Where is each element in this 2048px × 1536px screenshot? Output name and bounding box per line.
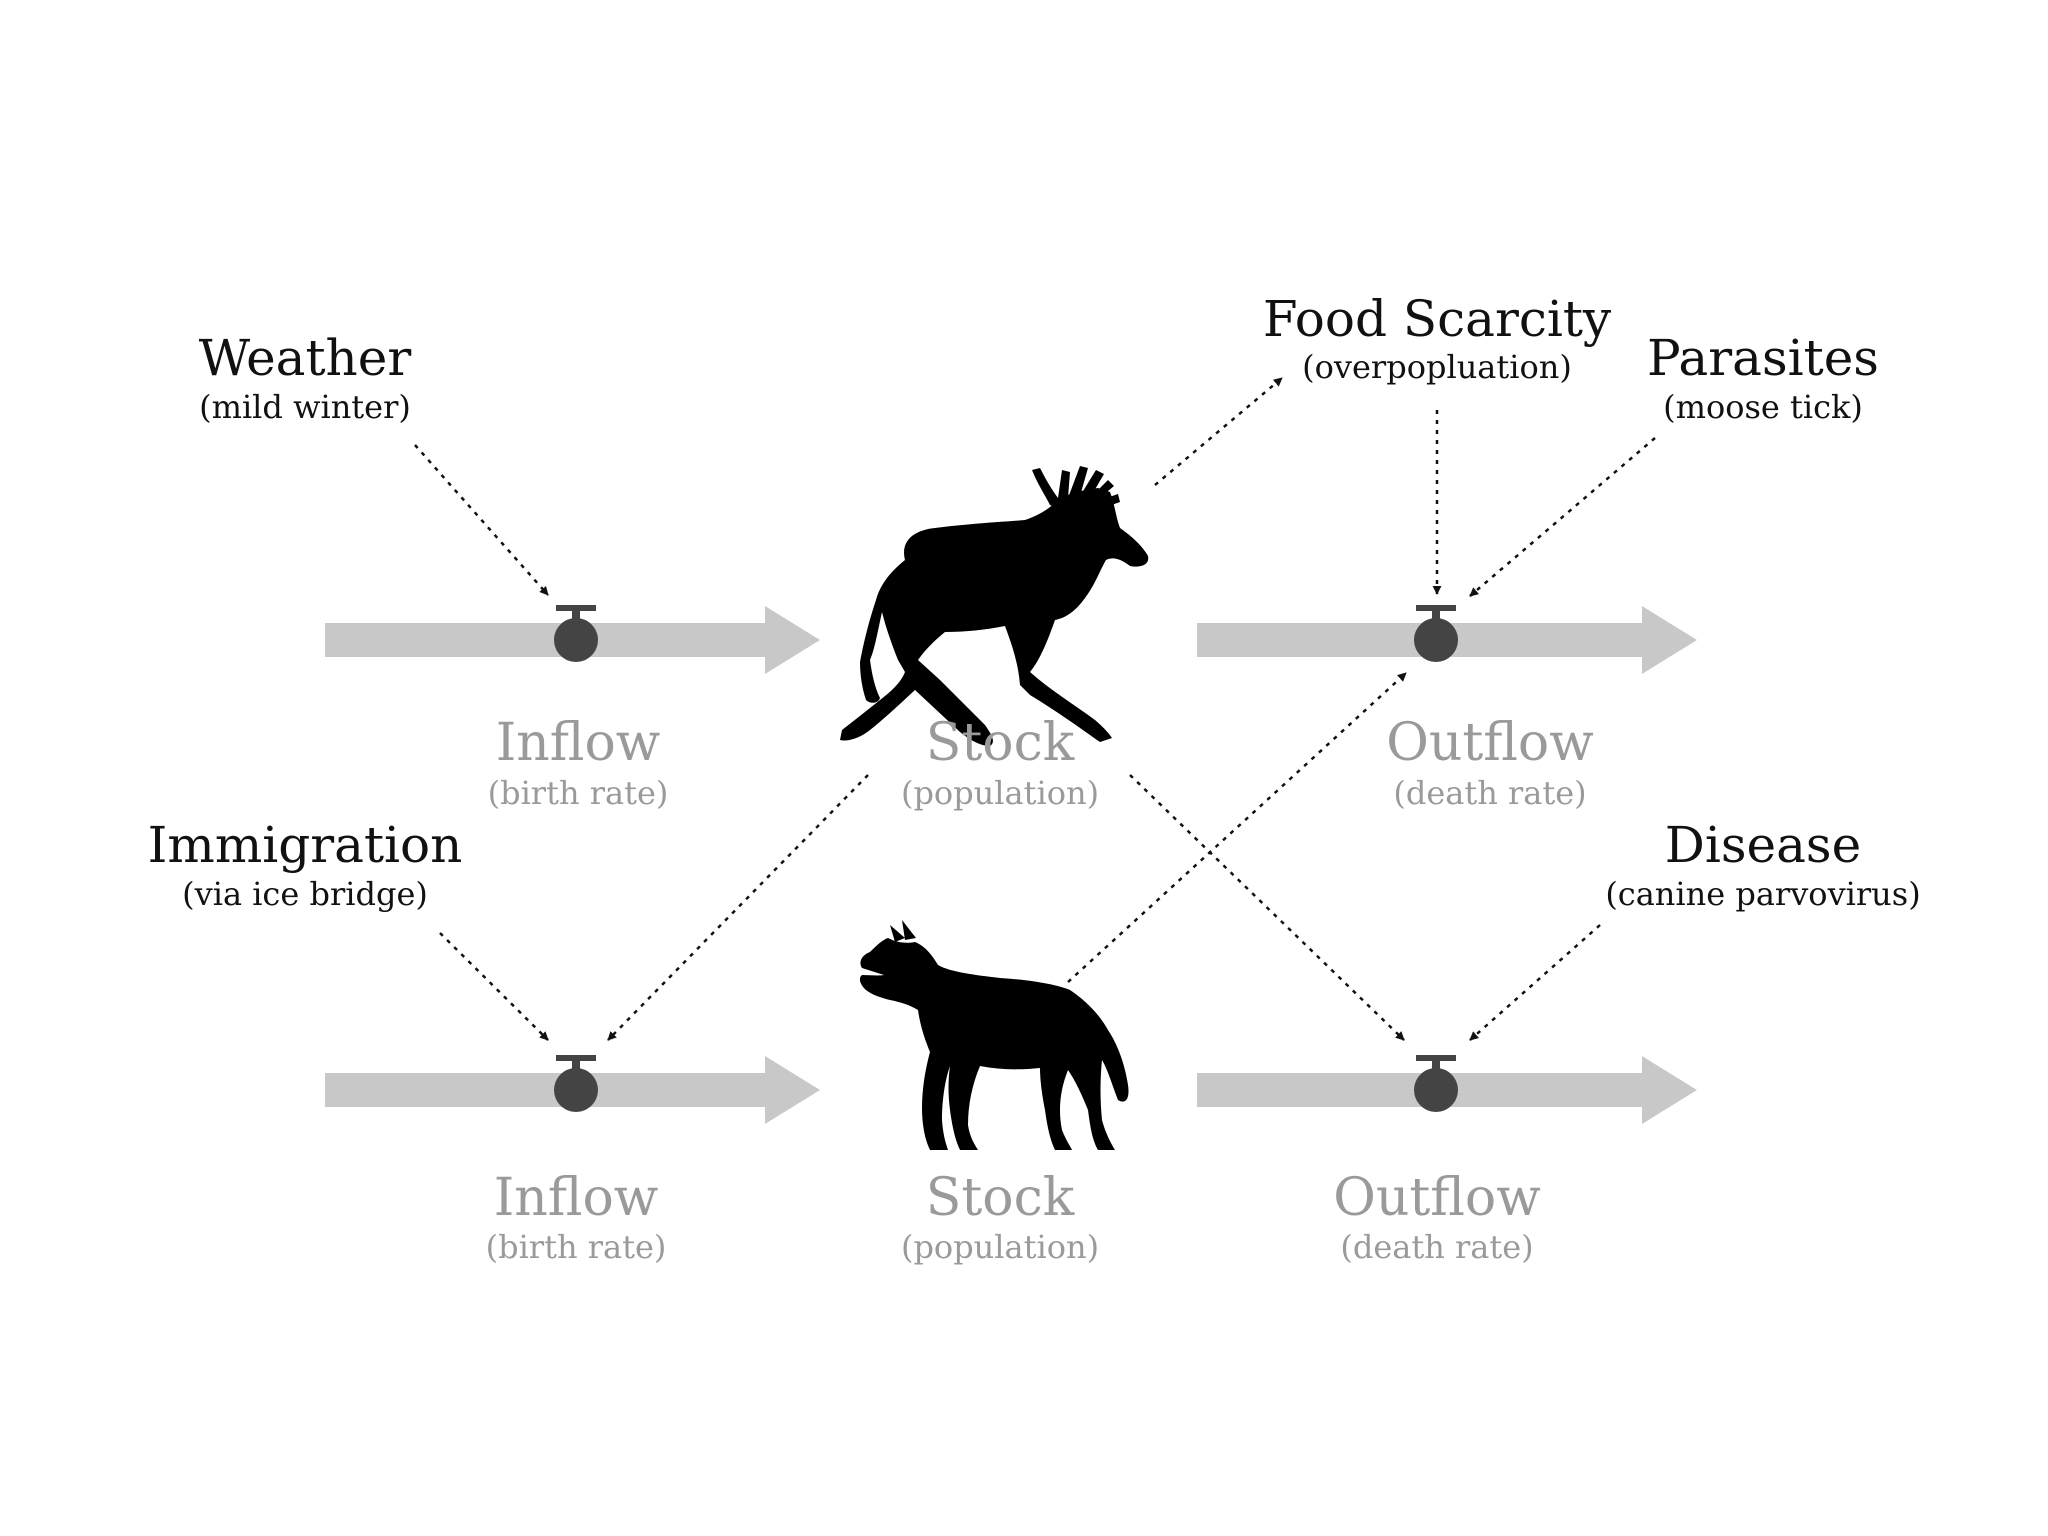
moose-stock-subtitle: (population) <box>901 774 1099 812</box>
arrow-moose-to-wolf-inflow <box>607 774 869 1041</box>
moose-inflow-pipe <box>325 606 820 674</box>
wolf-inflow-valve <box>554 1055 598 1112</box>
moose-outflow-title: Outflow <box>1386 713 1594 773</box>
moose-stock-title: Stock <box>926 713 1075 773</box>
arrow-immigration-to-wolf-inflow <box>439 932 549 1041</box>
moose-inflow-valve <box>554 605 598 662</box>
moose-inflow-subtitle: (birth rate) <box>488 774 669 812</box>
factor-parasites-title: Parasites <box>1647 329 1879 387</box>
arrow-parasites-to-moose-outflow <box>1469 437 1656 597</box>
arrow-wolf-to-moose-outflow <box>1067 672 1407 983</box>
arrow-moose-to-food-scarcity <box>1154 377 1283 486</box>
factor-food-scarcity-subtitle: (overpopluation) <box>1302 348 1572 386</box>
wolf-icon <box>859 920 1129 1150</box>
factor-weather: Weather (mild winter) <box>199 329 412 426</box>
moose-inflow-title: Inflow <box>496 713 661 773</box>
moose-inflow-label: Inflow (birth rate) <box>488 713 669 812</box>
wolf-outflow-subtitle: (death rate) <box>1340 1228 1533 1266</box>
moose-outflow-subtitle: (death rate) <box>1393 774 1586 812</box>
moose-icon <box>840 466 1149 746</box>
wolf-outflow-label: Outflow (death rate) <box>1333 1168 1541 1266</box>
moose-outflow-label: Outflow (death rate) <box>1386 713 1594 812</box>
factor-parasites: Parasites (moose tick) <box>1647 329 1879 426</box>
wolf-stock-label: Stock (population) <box>901 1168 1099 1266</box>
wolf-outflow-title: Outflow <box>1333 1168 1541 1228</box>
wolf-outflow-valve <box>1414 1055 1458 1112</box>
factor-immigration-title: Immigration <box>148 816 463 874</box>
factor-immigration-subtitle: (via ice bridge) <box>182 875 428 913</box>
factor-disease: Disease (canine parvovirus) <box>1605 816 1920 913</box>
arrow-disease-to-wolf-outflow <box>1469 924 1601 1041</box>
factor-weather-subtitle: (mild winter) <box>199 388 411 426</box>
factor-weather-title: Weather <box>199 329 412 387</box>
moose-stock-label: Stock (population) <box>901 713 1099 812</box>
wolf-inflow-label: Inflow (birth rate) <box>486 1168 667 1266</box>
arrow-moose-to-wolf-outflow <box>1129 774 1405 1041</box>
wolf-inflow-title: Inflow <box>494 1168 659 1228</box>
moose-outflow-valve <box>1414 605 1458 662</box>
wolf-inflow-subtitle: (birth rate) <box>486 1228 667 1266</box>
factor-food-scarcity: Food Scarcity (overpopluation) <box>1263 290 1612 386</box>
factor-disease-title: Disease <box>1665 816 1861 874</box>
wolf-stock-subtitle: (population) <box>901 1228 1099 1266</box>
factor-immigration: Immigration (via ice bridge) <box>148 816 463 913</box>
factor-disease-subtitle: (canine parvovirus) <box>1605 875 1920 913</box>
factor-parasites-subtitle: (moose tick) <box>1663 388 1863 426</box>
wolf-inflow-pipe <box>325 1056 820 1124</box>
factor-food-scarcity-title: Food Scarcity <box>1263 290 1612 348</box>
arrow-weather-to-moose-inflow <box>414 444 549 596</box>
wolf-stock-title: Stock <box>926 1168 1075 1228</box>
